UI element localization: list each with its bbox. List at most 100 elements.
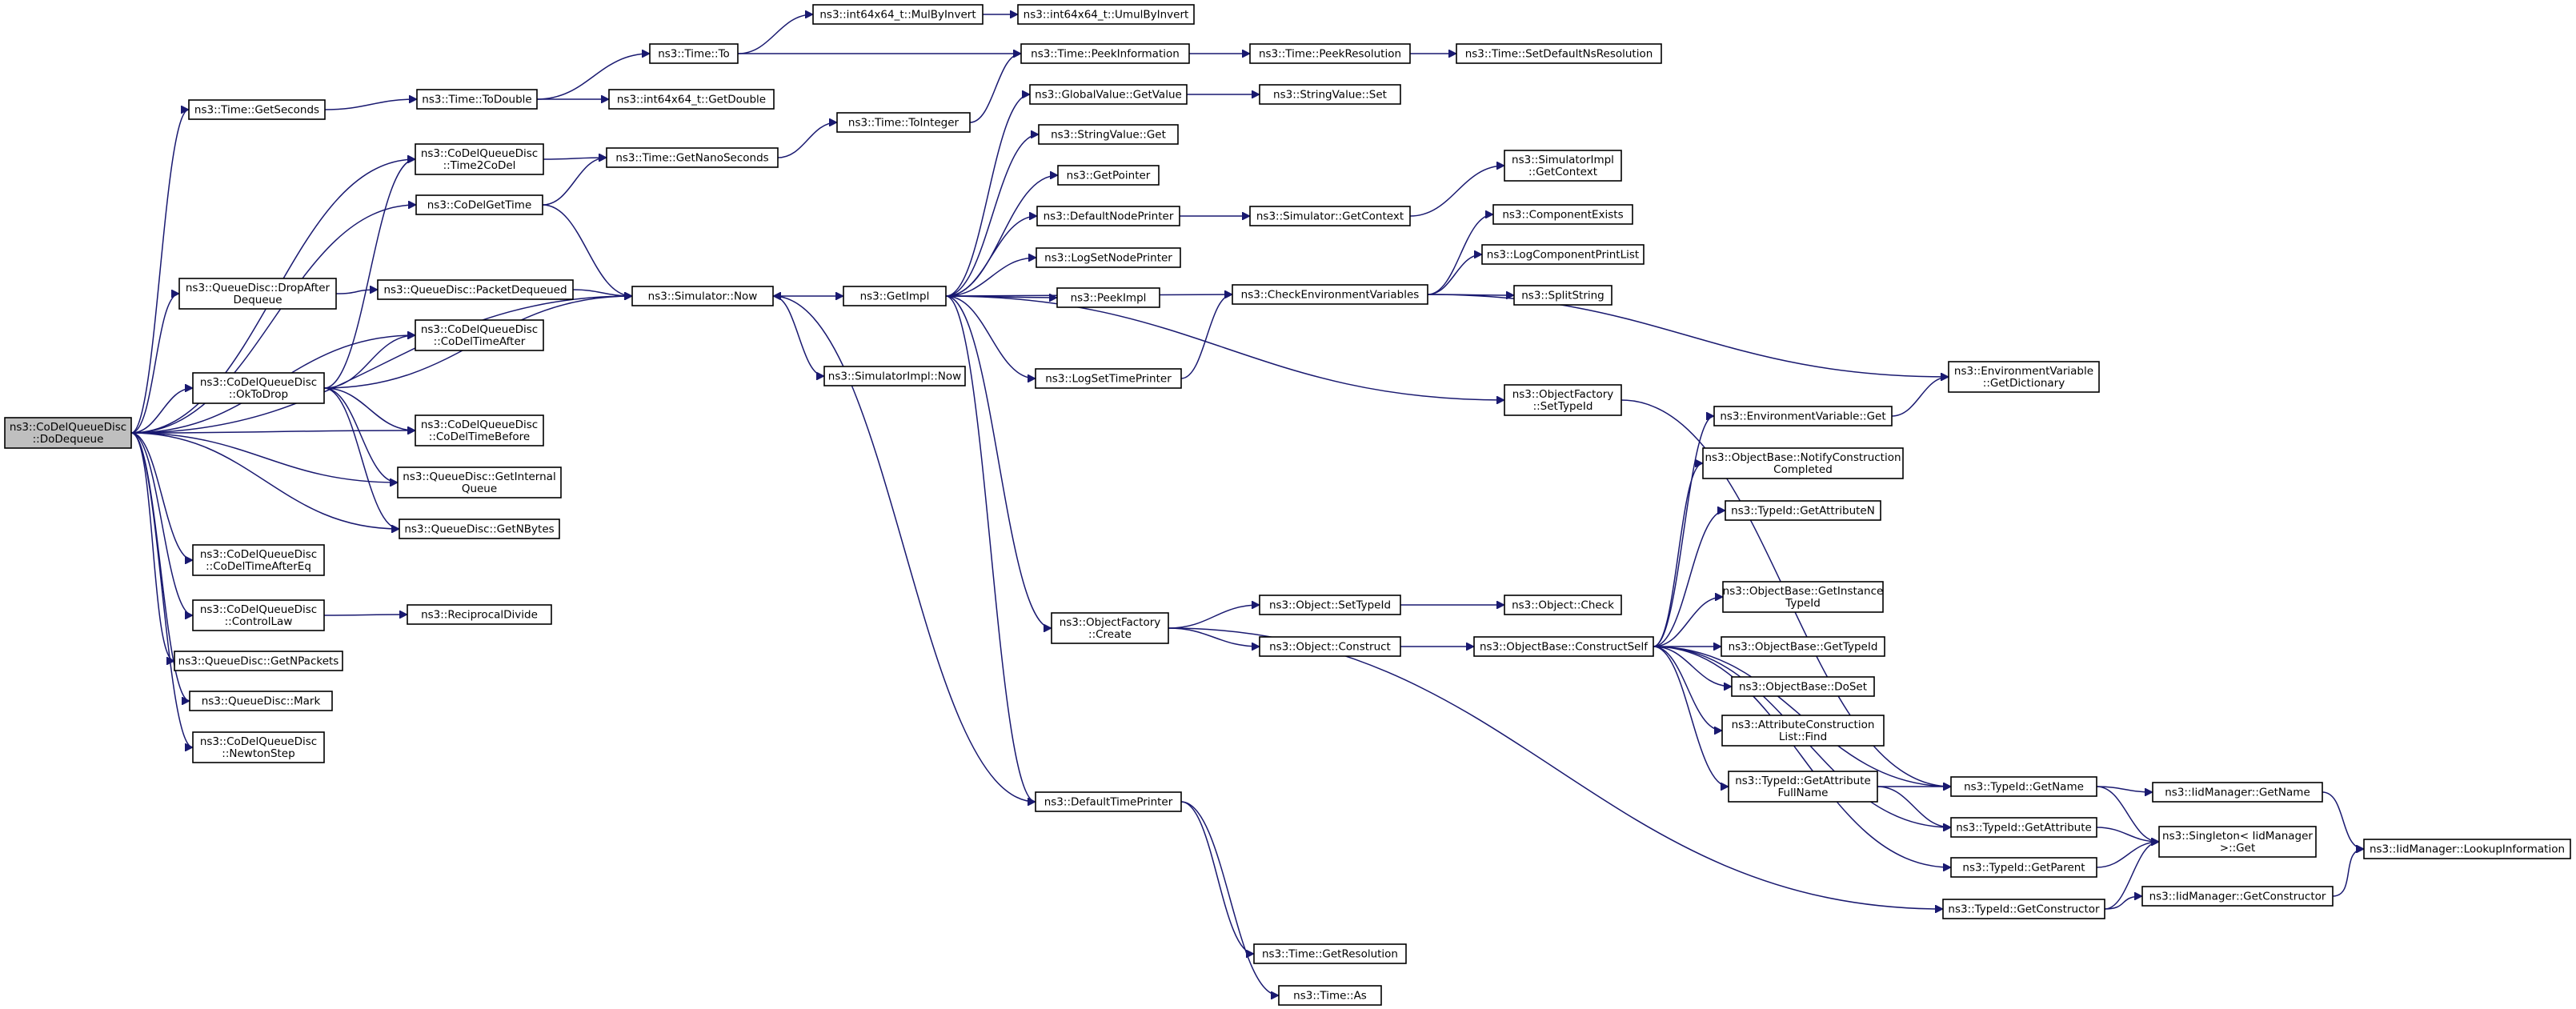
node-simulator-get-context[interactable]: ns3::Simulator::GetContext xyxy=(1249,206,1411,226)
node-time2-co-del[interactable]: ns3::CoDelQueueDisc::Time2CoDel xyxy=(415,143,544,175)
node-label: ::NewtonStep xyxy=(222,747,294,760)
node-box xyxy=(1253,943,1407,964)
node-label: ns3::IidManager::GetConstructor xyxy=(2149,891,2326,903)
node-type-id-get-attribute-n[interactable]: ns3::TypeId::GetAttributeN xyxy=(1725,500,1881,521)
node-packet-dequeued[interactable]: ns3::QueueDisc::PacketDequeued xyxy=(377,279,574,300)
node-simulator-impl-get-context[interactable]: ns3::SimulatorImpl::GetContext xyxy=(1504,150,1622,182)
node-get-nbytes[interactable]: ns3::QueueDisc::GetNBytes xyxy=(399,519,560,539)
edge-construct-self-to-attr-construction-list-find xyxy=(1653,646,1723,731)
node-codel-time-before[interactable]: ns3::CoDelQueueDisc::CoDelTimeBefore xyxy=(415,414,544,446)
node-env-get[interactable]: ns3::EnvironmentVariable::Get xyxy=(1713,406,1893,426)
node-queue-disc-mark[interactable]: ns3::QueueDisc::Mark xyxy=(189,691,333,711)
edge-object-factory-create-to-object-set-type-id xyxy=(1168,605,1260,629)
node-label: ::ControlLaw xyxy=(225,615,293,628)
node-label: ns3::CoDelQueueDisc xyxy=(200,735,317,748)
node-type-id-get-parent[interactable]: ns3::TypeId::GetParent xyxy=(1950,857,2097,878)
node-peek-resolution[interactable]: ns3::Time::PeekResolution xyxy=(1249,43,1411,64)
edge-type-id-get-parent-to-singleton-get xyxy=(2096,842,2159,868)
node-box xyxy=(415,319,544,351)
node-object-construct[interactable]: ns3::Object::Construct xyxy=(1259,636,1401,657)
node-global-value-get-value[interactable]: ns3::GlobalValue::GetValue xyxy=(1029,84,1188,105)
node-get-pointer[interactable]: ns3::GetPointer xyxy=(1057,165,1160,186)
node-box xyxy=(1513,285,1613,306)
node-label: TypeId xyxy=(1785,597,1821,610)
edge-default-time-printer-to-simulator-now xyxy=(773,296,1036,803)
node-check-environment-variables[interactable]: ns3::CheckEnvironmentVariables xyxy=(1232,284,1428,305)
node-singleton-get[interactable]: ns3::Singleton< IidManager>::Get xyxy=(2158,826,2317,858)
node-root[interactable]: ns3::CoDelQueueDisc::DoDequeue xyxy=(4,417,132,449)
node-simulator-impl-now[interactable]: ns3::SimulatorImpl::Now xyxy=(823,366,966,386)
node-object-factory-create[interactable]: ns3::ObjectFactory::Create xyxy=(1051,612,1169,644)
node-get-npackets[interactable]: ns3::QueueDisc::GetNPackets xyxy=(174,651,343,671)
node-simulator-now[interactable]: ns3::Simulator::Now xyxy=(631,286,774,306)
node-string-value-set[interactable]: ns3::StringValue::Set xyxy=(1259,84,1401,105)
node-component-exists[interactable]: ns3::ComponentExists xyxy=(1492,204,1633,225)
node-time-to[interactable]: ns3::Time::To xyxy=(649,43,739,64)
node-log-component-print-list[interactable]: ns3::LogComponentPrintList xyxy=(1481,244,1645,265)
node-iid-manager-get-constructor[interactable]: ns3::IidManager::GetConstructor xyxy=(2141,886,2334,907)
node-time-get-resolution[interactable]: ns3::Time::GetResolution xyxy=(1253,943,1407,964)
node-codel-time-after-eq[interactable]: ns3::CoDelQueueDisc::CoDelTimeAfterEq xyxy=(192,544,325,576)
node-ok-to-drop[interactable]: ns3::CoDelQueueDisc::OkToDrop xyxy=(192,372,325,404)
node-to-integer[interactable]: ns3::Time::ToInteger xyxy=(836,112,971,133)
node-box xyxy=(1038,124,1179,145)
node-get-impl[interactable]: ns3::GetImpl xyxy=(843,286,947,306)
node-box xyxy=(1504,150,1622,182)
node-mul-by-invert[interactable]: ns3::int64x64_t::MulByInvert xyxy=(812,4,984,25)
node-do-set[interactable]: ns3::ObjectBase::DoSet xyxy=(1731,676,1875,697)
node-box xyxy=(1259,595,1401,615)
node-umul-by-invert[interactable]: ns3::int64x64_t::UmulByInvert xyxy=(1017,4,1195,25)
node-box xyxy=(1051,612,1169,644)
node-object-factory-set-type-id[interactable]: ns3::ObjectFactory::SetTypeId xyxy=(1504,384,1622,416)
node-to-double[interactable]: ns3::Time::ToDouble xyxy=(416,89,538,110)
node-lookup-information[interactable]: ns3::IidManager::LookupInformation xyxy=(2363,839,2571,859)
node-codel-get-time[interactable]: ns3::CoDelGetTime xyxy=(415,194,543,215)
node-get-seconds[interactable]: ns3::Time::GetSeconds xyxy=(188,99,326,120)
node-time-as[interactable]: ns3::Time::As xyxy=(1278,985,1382,1006)
node-codel-time-after[interactable]: ns3::CoDelQueueDisc::CoDelTimeAfter xyxy=(415,319,544,351)
node-label: ns3::QueueDisc::Mark xyxy=(202,695,321,708)
node-box xyxy=(1057,165,1160,186)
edge-simulator-now-to-simulator-impl-now xyxy=(772,295,825,376)
node-peek-information[interactable]: ns3::Time::PeekInformation xyxy=(1020,43,1190,64)
edge-object-factory-create-to-object-construct xyxy=(1168,627,1260,647)
node-get-double[interactable]: ns3::int64x64_t::GetDouble xyxy=(608,89,775,110)
node-log-set-time-printer[interactable]: ns3::LogSetTimePrinter xyxy=(1035,368,1182,389)
node-type-id-get-attribute[interactable]: ns3::TypeId::GetAttribute xyxy=(1950,817,2097,838)
node-log-set-node-printer[interactable]: ns3::LogSetNodePrinter xyxy=(1036,247,1181,268)
node-label: ns3::StringValue::Get xyxy=(1051,129,1166,142)
node-control-law[interactable]: ns3::CoDelQueueDisc::ControlLaw xyxy=(192,599,325,631)
node-type-id-get-name[interactable]: ns3::TypeId::GetName xyxy=(1950,776,2097,797)
node-label: ns3::Time::SetDefaultNsResolution xyxy=(1465,48,1653,61)
node-notify-construction-completed[interactable]: ns3::ObjectBase::NotifyConstructionCompl… xyxy=(1702,447,1904,479)
node-object-check[interactable]: ns3::Object::Check xyxy=(1504,595,1622,615)
node-box xyxy=(416,89,538,110)
node-string-value-get[interactable]: ns3::StringValue::Get xyxy=(1038,124,1179,145)
node-construct-self[interactable]: ns3::ObjectBase::ConstructSelf xyxy=(1473,636,1654,657)
node-default-time-printer[interactable]: ns3::DefaultTimePrinter xyxy=(1035,791,1182,812)
edge-get-nano-seconds-to-to-integer xyxy=(777,122,837,158)
node-box xyxy=(407,604,552,625)
edge-get-impl-to-default-node-printer xyxy=(945,216,1037,297)
node-split-string[interactable]: ns3::SplitString xyxy=(1513,285,1613,306)
node-peek-impl[interactable]: ns3::PeekImpl xyxy=(1056,287,1160,308)
node-default-node-printer[interactable]: ns3::DefaultNodePrinter xyxy=(1036,206,1180,226)
node-reciprocal-divide[interactable]: ns3::ReciprocalDivide xyxy=(407,604,552,625)
node-set-default-ns-resolution[interactable]: ns3::Time::SetDefaultNsResolution xyxy=(1456,43,1662,64)
node-object-set-type-id[interactable]: ns3::Object::SetTypeId xyxy=(1259,595,1401,615)
node-iid-manager-get-name[interactable]: ns3::IidManager::GetName xyxy=(2152,782,2323,803)
node-type-id-get-constructor[interactable]: ns3::TypeId::GetConstructor xyxy=(1942,899,2105,919)
node-label: ns3::Time::As xyxy=(1293,990,1367,1003)
node-env-get-dictionary[interactable]: ns3::EnvironmentVariable::GetDictionary xyxy=(1948,361,2100,393)
node-newton-step[interactable]: ns3::CoDelQueueDisc::NewtonStep xyxy=(192,731,325,763)
node-object-base-get-type-id[interactable]: ns3::ObjectBase::GetTypeId xyxy=(1721,636,1885,657)
node-box xyxy=(1492,204,1633,225)
node-get-nano-seconds[interactable]: ns3::Time::GetNanoSeconds xyxy=(606,147,779,168)
node-label: FullName xyxy=(1778,787,1829,799)
node-box xyxy=(608,89,775,110)
